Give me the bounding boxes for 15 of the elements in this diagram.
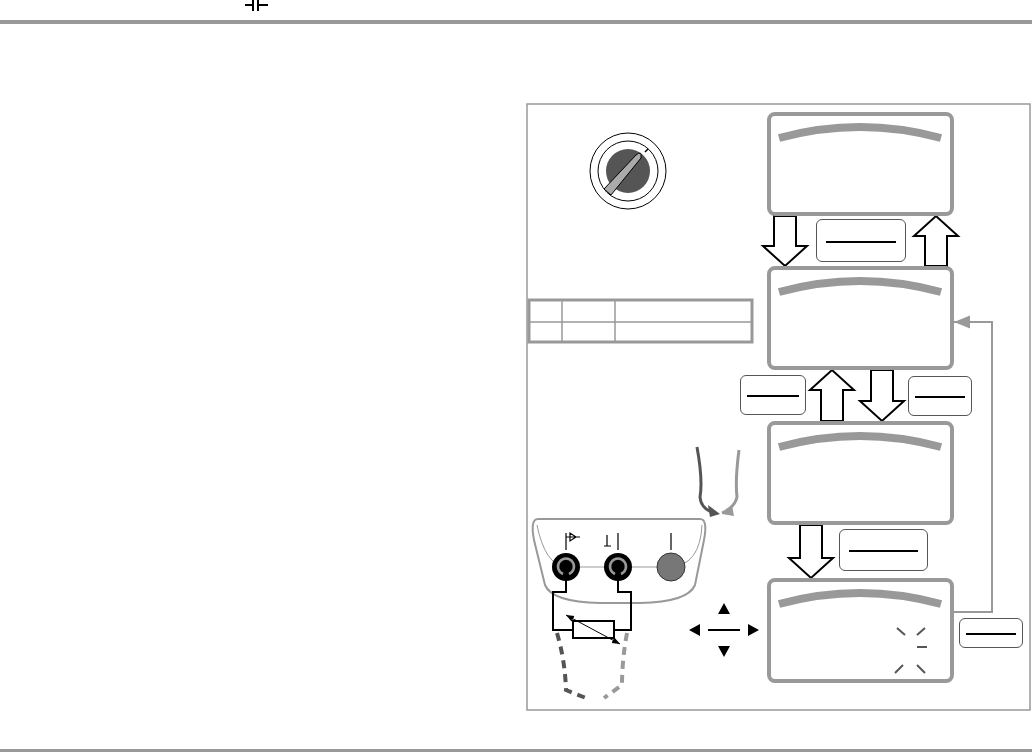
key-label-box	[839, 529, 928, 571]
key-label-box	[908, 376, 972, 416]
display-screen	[767, 112, 954, 216]
display-screen	[767, 266, 954, 370]
block-arrow	[786, 524, 836, 580]
key-label-box	[816, 219, 906, 262]
block-arrow	[857, 369, 907, 423]
block-arrow	[760, 215, 810, 268]
display-screen	[767, 578, 954, 683]
key-label-box	[959, 618, 1023, 648]
arrow	[953, 315, 993, 613]
key-label-box	[740, 375, 806, 415]
block-arrow	[807, 368, 857, 422]
display-screen	[767, 421, 954, 525]
block-arrow	[911, 214, 961, 267]
